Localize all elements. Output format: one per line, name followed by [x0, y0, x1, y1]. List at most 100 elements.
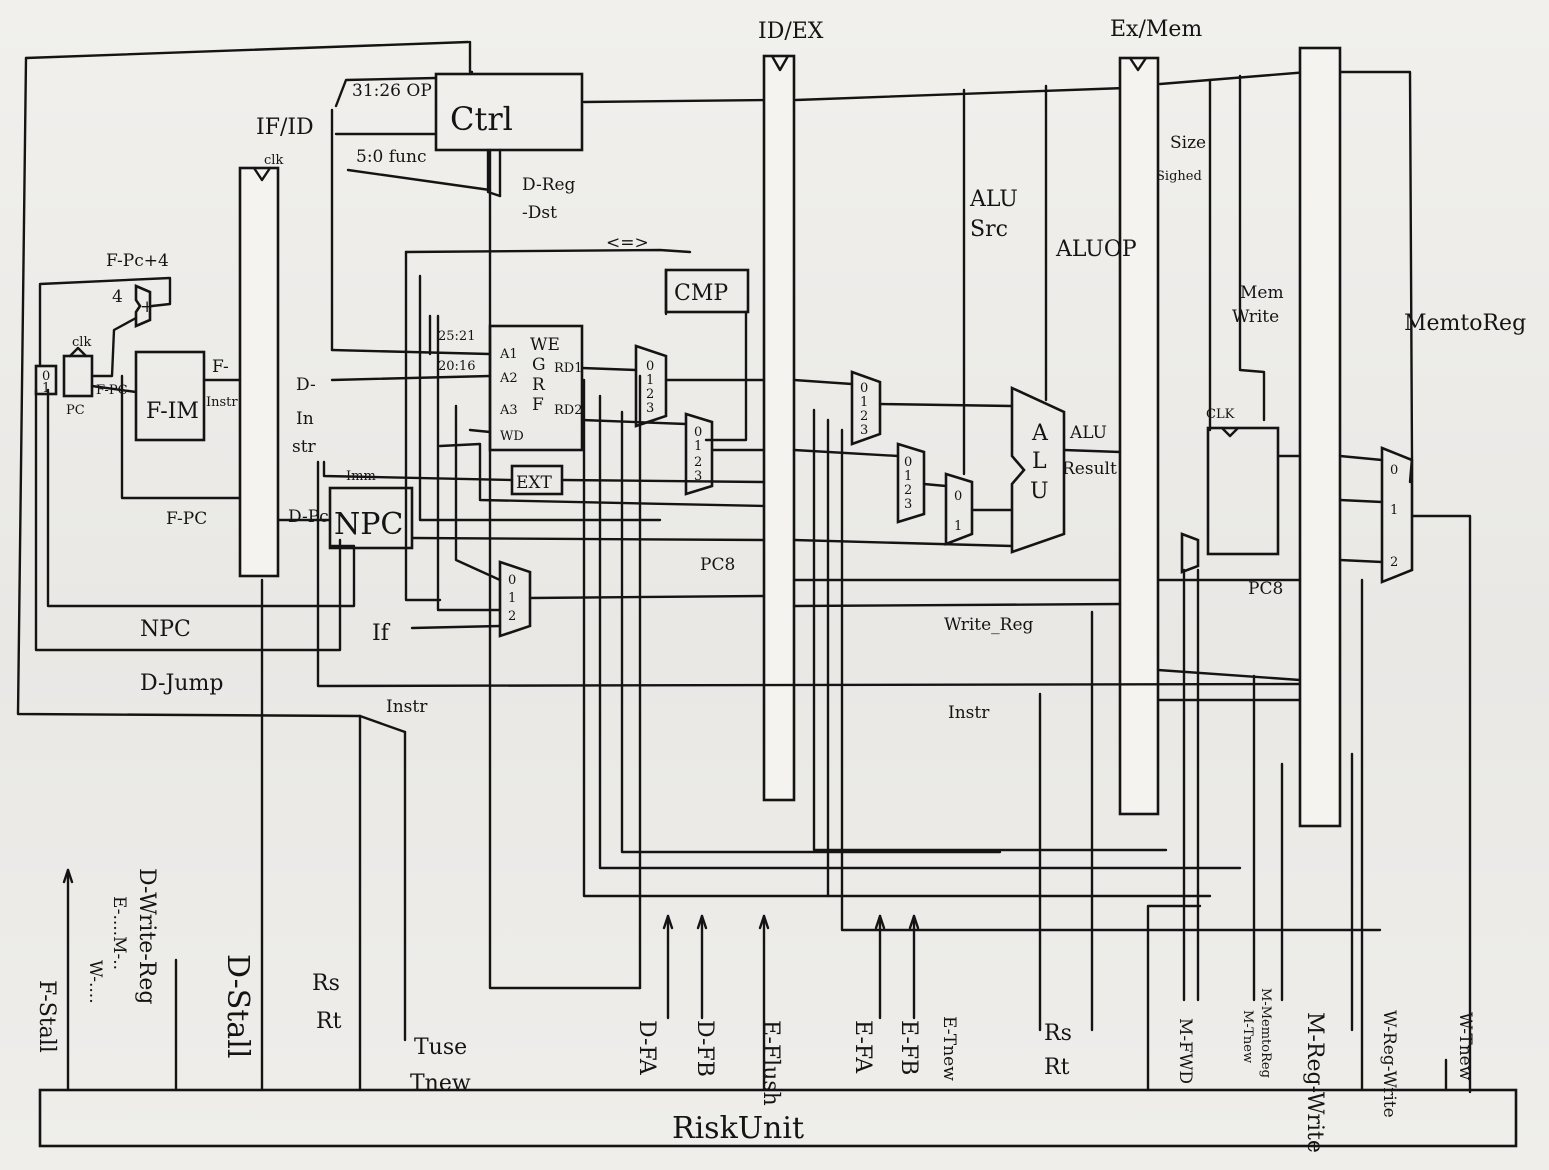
if-label: If [372, 621, 391, 646]
m-tnew-label: M-Tnew [1240, 1010, 1255, 1063]
f-instr-1: F- [212, 357, 229, 377]
w-reg-write-label: W-Reg-Write [1379, 1010, 1399, 1118]
efa-mux-2: 2 [860, 409, 868, 424]
m-memtoreg-label: M-MemtoReg [1258, 988, 1273, 1078]
ext-label: EXT [516, 473, 553, 493]
memory-stage: CLK Size Sighed Mem Write PC8 0 1 2 Memt… [1156, 74, 1526, 1094]
hazard-wires [62, 148, 1448, 1092]
id-ex-label: ID/EX [758, 19, 824, 44]
d-pc-label: D-Pc [288, 507, 329, 527]
memtoreg-label: MemtoReg [1404, 311, 1526, 336]
grf-r: R [532, 375, 546, 395]
alusrc-mux-1: 1 [954, 519, 962, 534]
tnew-label: Tnew [410, 1071, 471, 1096]
if-id-label: IF/ID [256, 115, 314, 140]
m2r-mux-1: 1 [1390, 503, 1398, 518]
adder-const: 4 [112, 287, 123, 307]
f-pc-label: F-PC [166, 509, 207, 529]
dfb-mux-3: 3 [694, 469, 702, 484]
ctrl-label: Ctrl [450, 100, 513, 138]
size-signed-1: Size [1170, 133, 1206, 153]
execute-stage: 0 1 2 3 0 1 2 3 0 1 A L U ALU Result ALU… [792, 84, 1382, 932]
grf-wd: WD [500, 429, 524, 444]
efa-mux-1: 1 [860, 395, 868, 410]
d-jump-label: D-Jump [140, 671, 223, 696]
dfa-mux-0: 0 [646, 359, 654, 374]
f-pc-plus4-label: F-Pc+4 [106, 251, 169, 271]
alu-l: L [1032, 449, 1047, 474]
grf-a1: A1 [499, 347, 518, 362]
mem-wb-register [1298, 46, 1342, 828]
if-id-register: IF/ID clk [238, 115, 314, 578]
f-im-label: F-IM [146, 399, 199, 424]
op-bits-label: 31:26 OP [352, 81, 432, 101]
instr-left-label: Instr [386, 697, 428, 717]
e-fb-label: E-FB [896, 1020, 921, 1075]
dfb-mux-1: 1 [694, 439, 702, 454]
dfa-mux-2: 2 [646, 387, 654, 402]
func-bits-label: 5:0 func [356, 147, 426, 167]
wr-mux-1: 1 [508, 591, 516, 606]
grf-f: F [532, 395, 544, 415]
grf-a2: A2 [499, 371, 518, 386]
d-instr-3: str [292, 437, 317, 457]
rs-bits-label: 25:21 [438, 329, 475, 344]
rt-bits-label: 20:16 [438, 359, 475, 374]
e-tnew-label: E-Tnew [939, 1016, 959, 1081]
hazard-labels: F-Stall D-Write-Reg E-....M-.. W-.... D-… [34, 868, 1475, 1153]
d-fb-label: D-FB [692, 1020, 717, 1077]
npc-wire-label: NPC [140, 617, 191, 642]
pc8-b-label: PC8 [1248, 579, 1283, 599]
size-signed-2: Sighed [1156, 169, 1202, 184]
efa-mux-3: 3 [860, 423, 868, 438]
efb-mux-3: 3 [904, 497, 912, 512]
pc-mux-0: 0 [42, 369, 50, 384]
grf-we: WE [530, 335, 560, 355]
w-tnew-label: W-Tnew [1455, 1012, 1475, 1081]
e-fa-label: E-FA [850, 1020, 875, 1074]
write-reg-label: Write_Reg [944, 615, 1034, 635]
d-stall-label: D-Stall [220, 954, 255, 1058]
risk-unit: RiskUnit [38, 1088, 1518, 1148]
wr-mux-0: 0 [508, 573, 516, 588]
rs-right: Rs [1044, 1021, 1072, 1046]
efa-mux-0: 0 [860, 381, 868, 396]
m2r-mux-0: 0 [1390, 463, 1398, 478]
ex-mem-register: Ex/Mem [1110, 17, 1202, 816]
alu-src-2: Src [970, 217, 1008, 242]
f-instr-2: Instr [206, 395, 238, 410]
efb-mux-1: 1 [904, 469, 912, 484]
tuse-label: Tuse [414, 1035, 467, 1060]
dfa-mux-1: 1 [646, 373, 654, 388]
m-reg-write-label: M-Reg-Write [1302, 1012, 1327, 1153]
e-flush-label: E-Flush [758, 1020, 783, 1106]
d-instr-2: In [296, 409, 314, 429]
efb-mux-2: 2 [904, 483, 912, 498]
adder-symbol: + [140, 297, 154, 317]
grf-a3: A3 [499, 403, 518, 418]
pc-mux-1: 1 [42, 381, 50, 396]
pc-clk: clk [72, 335, 91, 350]
cmp-label: CMP [674, 281, 728, 306]
rt-right: Rt [1044, 1055, 1070, 1080]
decode-stage: D- In str D-Pc Ctrl 31:26 OP 5:0 func D-… [276, 72, 1302, 1092]
f-stall-label: F-Stall [34, 980, 59, 1053]
d-reg-dst-1: D-Reg [522, 175, 576, 195]
grf-g: G [532, 355, 546, 375]
mem-write-2: Write [1232, 307, 1279, 327]
rt-left: Rt [316, 1009, 342, 1034]
alu-u: U [1030, 479, 1049, 504]
efb-mux-0: 0 [904, 455, 912, 470]
dfb-mux-2: 2 [694, 455, 702, 470]
d-reg-dst-2: -Dst [522, 203, 557, 223]
alu-op-label: ALUOP [1055, 237, 1137, 262]
dfa-mux-3: 3 [646, 401, 654, 416]
outer-wires [16, 40, 1414, 734]
m-fwd-label: M-FWD [1175, 1018, 1195, 1084]
dm-clk: CLK [1206, 407, 1235, 422]
alu-result-2: Result [1062, 459, 1117, 479]
w-dots-label: W-.... [85, 960, 105, 1004]
rs-left: Rs [312, 971, 340, 996]
